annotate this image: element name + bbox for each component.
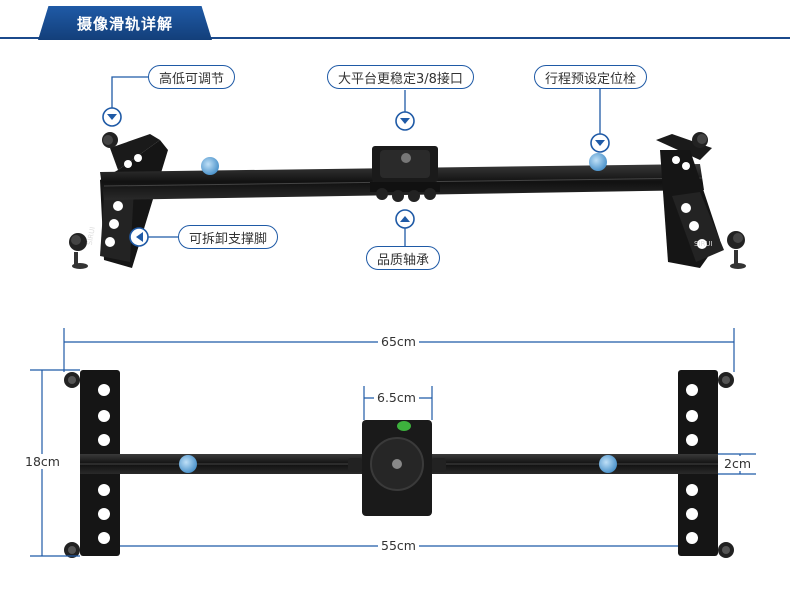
slider-plan-view — [64, 370, 734, 558]
header-underline — [0, 37, 790, 39]
brand-logo-right: SIRUI — [694, 240, 713, 248]
header-title: 摄像滑轨详解 — [38, 6, 212, 40]
carriage-plan — [348, 420, 446, 516]
left-stop-knob — [201, 157, 219, 175]
arrow-down-icon — [395, 111, 415, 131]
dim-total-length: 65cm — [378, 334, 419, 349]
dim-platform-width: 6.5cm — [374, 390, 419, 405]
right-leg-top-view — [656, 132, 746, 269]
dim-rail-width: 2cm — [721, 456, 755, 471]
dim-leg-height: 18cm — [22, 454, 63, 469]
callout-quality-bearing: 品质轴承 — [366, 246, 441, 270]
callout-travel-preset: 行程预设定位栓 — [534, 65, 648, 89]
arrow-left-icon — [129, 227, 149, 247]
slider-perspective-view — [69, 132, 746, 269]
callout-adjust-height: 高低可调节 — [148, 65, 236, 89]
arrow-up-icon — [395, 209, 415, 229]
arrow-down-icon — [102, 107, 122, 127]
callout-detachable-legs: 可拆卸支撑脚 — [178, 225, 279, 249]
callout-leader-lines — [111, 76, 601, 246]
callout-large-platform: 大平台更稳定3/8接口 — [327, 65, 474, 89]
right-stop-knob-plan — [599, 455, 617, 473]
right-stop-knob — [589, 153, 607, 171]
dim-inner-length: 55cm — [378, 538, 419, 553]
callout-arrow-icons — [102, 107, 610, 247]
arrow-down-icon — [590, 133, 610, 153]
header-bar: 摄像滑轨详解 — [0, 0, 790, 40]
carriage-top-view — [370, 146, 440, 202]
left-stop-knob-plan — [179, 455, 197, 473]
left-leg-top-view — [69, 132, 168, 269]
